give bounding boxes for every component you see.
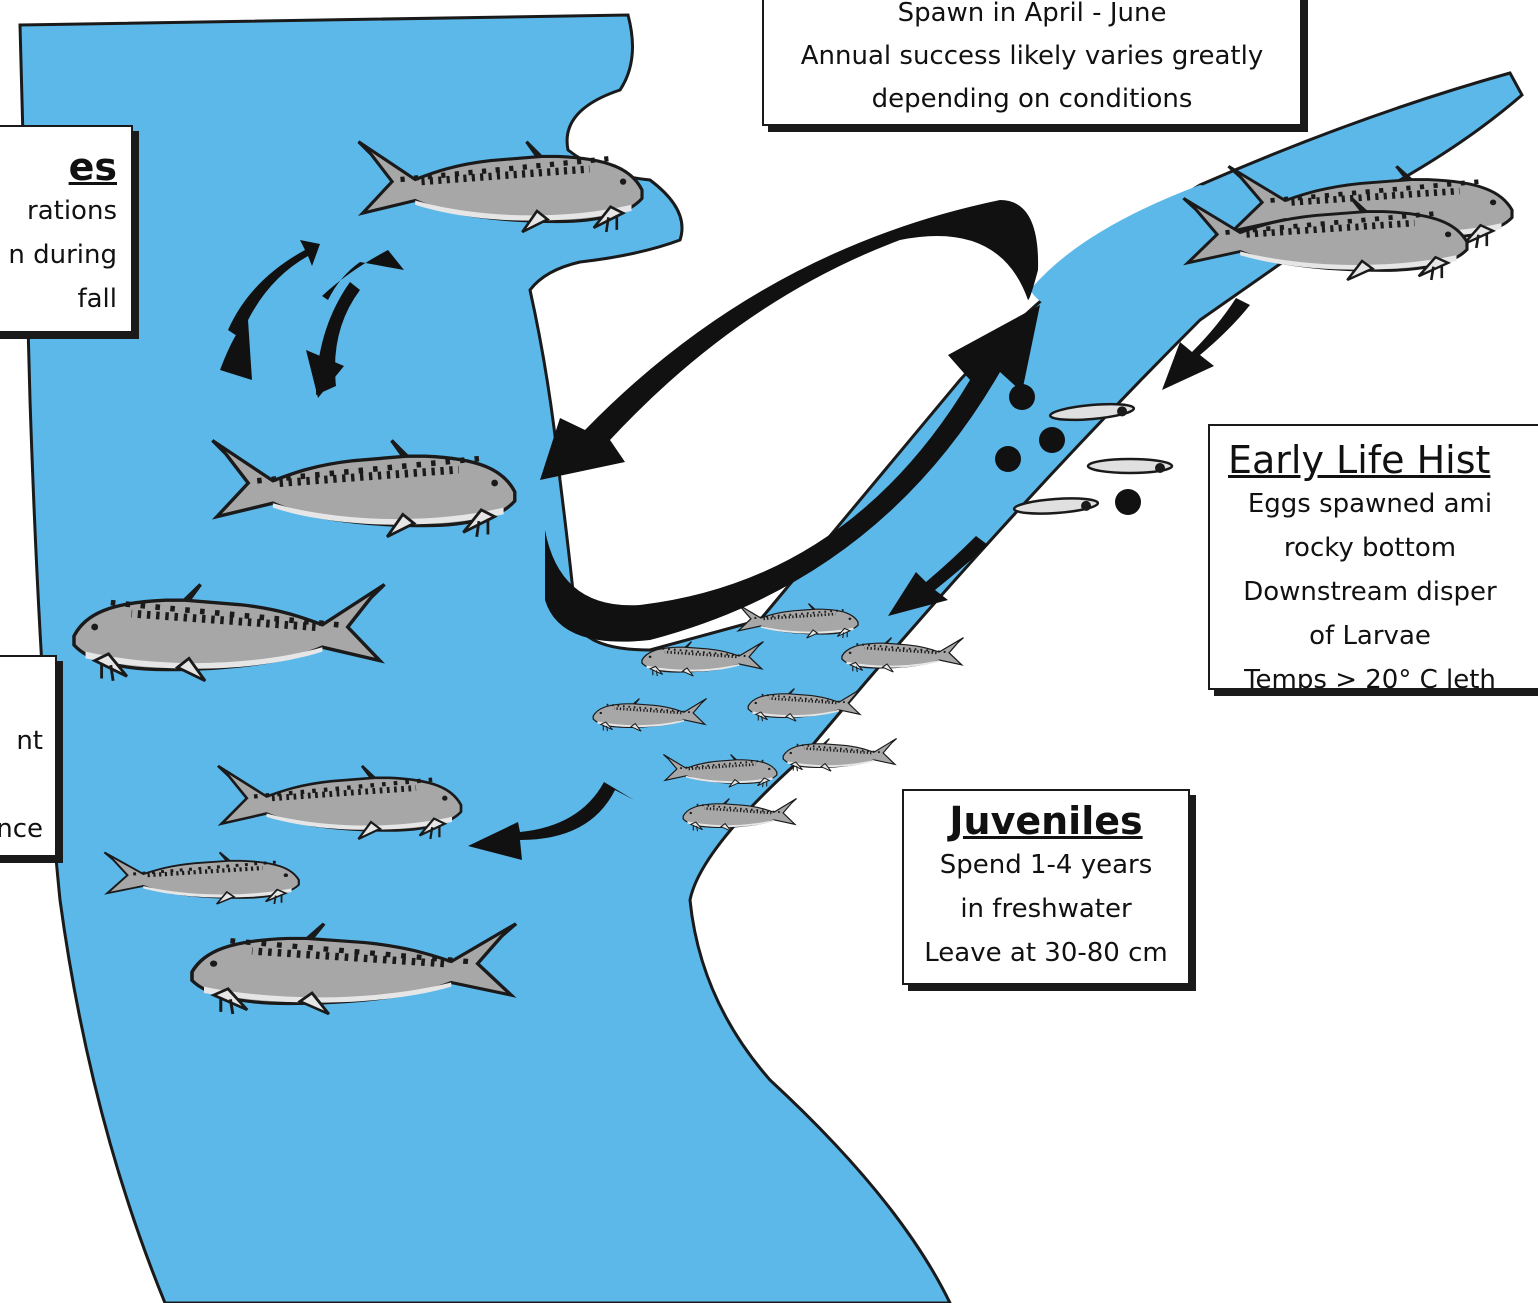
early-life-line: Eggs spawned ami — [1210, 482, 1538, 526]
juveniles-box: Juveniles Spend 1-4 years in freshwater … — [902, 789, 1190, 985]
early-life-line: Temps > 20° C leth — [1210, 658, 1538, 690]
larva-icon — [1088, 459, 1172, 473]
spawning-info-box: Spawn in April - June Annual success lik… — [762, 0, 1302, 126]
marine-box-line: nt — [0, 719, 43, 763]
juveniles-line: Leave at 30-80 cm — [904, 931, 1188, 975]
juveniles-title: Juveniles — [904, 799, 1188, 843]
spawning-line: Annual success likely varies greatly — [764, 35, 1300, 78]
early-life-line: Downstream disper — [1210, 570, 1538, 614]
adult-box-line: fall — [0, 277, 117, 321]
early-life-line: of Larvae — [1210, 614, 1538, 658]
marine-info-box: nt nce — [0, 655, 57, 857]
early-life-line: rocky bottom — [1210, 526, 1538, 570]
egg-icon — [995, 446, 1021, 472]
spawning-line: depending on conditions — [764, 78, 1300, 121]
juveniles-line: in freshwater — [904, 887, 1188, 931]
marine-box-line: nce — [0, 807, 43, 851]
adult-box-line: n during — [0, 233, 117, 277]
adult-box-title: es — [0, 145, 117, 189]
early-life-title: Early Life Hist — [1210, 438, 1538, 482]
adult-box-line: rations — [0, 189, 117, 233]
spawning-line: Spawn in April - June — [764, 0, 1300, 35]
juveniles-line: Spend 1-4 years — [904, 843, 1188, 887]
early-life-history-box: Early Life Hist Eggs spawned ami rocky b… — [1208, 424, 1538, 690]
adult-info-box: es rations n during fall — [0, 125, 133, 333]
egg-icon — [1039, 427, 1065, 453]
egg-icon — [1115, 489, 1141, 515]
